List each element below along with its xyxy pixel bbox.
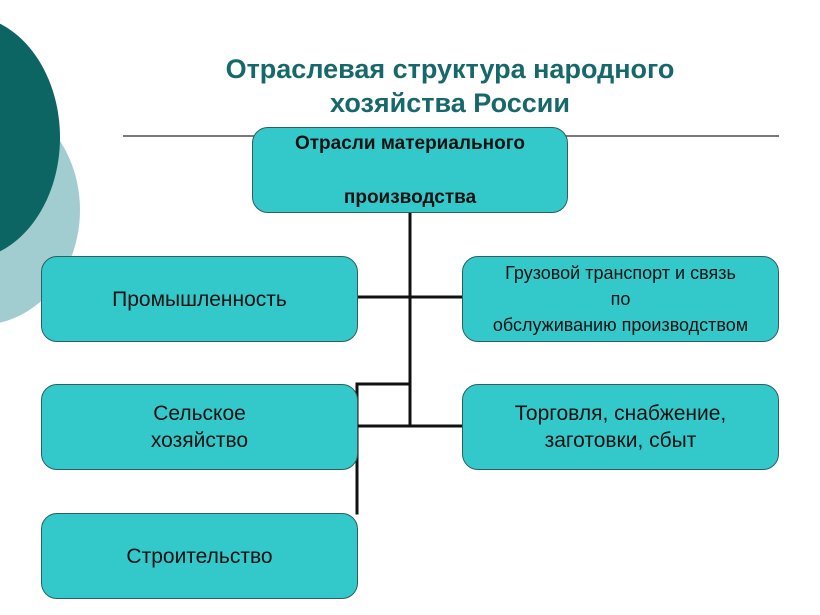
node-agriculture-label: Сельское хозяйство	[150, 402, 249, 452]
node-industry: Промышленность	[41, 256, 358, 342]
node-root-text: Отрасли материального производства	[295, 103, 525, 238]
node-material-production: Отрасли материального производства	[252, 127, 568, 213]
node-transport: Грузовой транспорт и связь по обслуживан…	[462, 256, 779, 342]
node-root-line-2: производства	[343, 186, 477, 208]
node-agriculture: Сельское хозяйство	[41, 384, 358, 470]
node-construction: Строительство	[41, 513, 358, 599]
slide-title: Отраслевая структура народного хозяйства…	[140, 52, 760, 120]
node-trade: Торговля, снабжение, заготовки, сбыт	[462, 384, 779, 470]
node-transport-label: Грузовой транспорт и связь по обслуживан…	[492, 263, 749, 335]
node-root-line-1: Отрасли материального	[294, 132, 526, 154]
node-trade-label: Торговля, снабжение, заготовки, сбыт	[514, 402, 727, 452]
node-industry-label: Промышленность	[112, 287, 287, 311]
decorative-circles	[0, 0, 90, 340]
node-construction-label: Строительство	[126, 544, 273, 568]
slide-title-line-2: хозяйства России	[330, 88, 570, 118]
slide-title-line-1: Отраслевая структура народного	[225, 54, 675, 84]
